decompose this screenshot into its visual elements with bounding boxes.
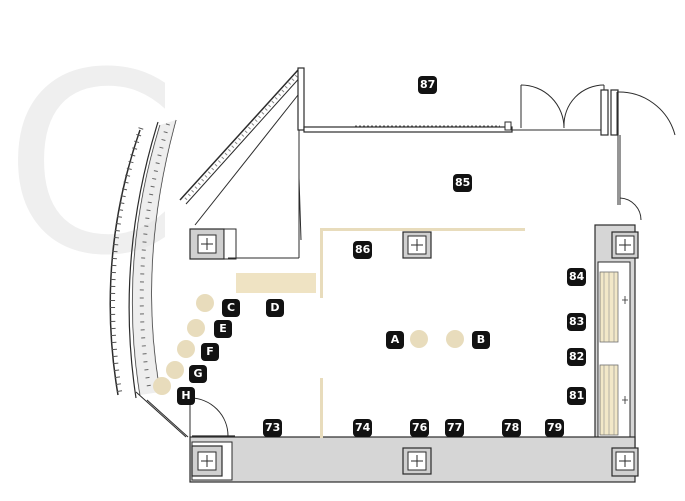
curved-facade-outer	[109, 129, 141, 396]
partition-left-lower	[320, 378, 323, 438]
booth-83-label[interactable]: 83	[567, 313, 587, 331]
table-f	[177, 340, 195, 358]
booth-86-label[interactable]: 86	[353, 241, 373, 259]
curved-counter-fill	[132, 120, 176, 395]
curved-ticks	[110, 127, 144, 395]
booth-74-label[interactable]: 74	[353, 419, 373, 437]
vertical-wall-top	[297, 67, 305, 131]
booth-87-label[interactable]: 87	[418, 76, 438, 94]
curved-counter-inner	[150, 119, 177, 393]
table-b	[446, 330, 464, 348]
booth-f-label[interactable]: F	[201, 343, 219, 361]
table-a	[410, 330, 428, 348]
pillar-top-right	[611, 231, 639, 259]
table-e	[187, 319, 205, 337]
pillar-bottom-right	[611, 447, 639, 477]
pillar-bottom-left	[191, 445, 223, 477]
booth-85-label[interactable]: 85	[453, 174, 473, 192]
booth-e-label[interactable]: E	[214, 320, 232, 338]
top-wall	[303, 126, 513, 133]
table-c	[196, 294, 214, 312]
booth-a-label[interactable]: A	[386, 331, 404, 349]
partition-top	[320, 228, 525, 231]
booth-82-label[interactable]: 82	[567, 348, 587, 366]
diagonal-wall-inner	[185, 73, 304, 205]
booth-84-label[interactable]: 84	[567, 268, 587, 286]
booth-79-label[interactable]: 79	[545, 419, 565, 437]
booth-77-label[interactable]: 77	[445, 419, 465, 437]
table-g	[166, 361, 184, 379]
partition-left-upper	[320, 228, 323, 298]
booth-b-label[interactable]: B	[472, 331, 490, 349]
booth-g-label[interactable]: G	[189, 365, 207, 383]
door-jamb	[600, 89, 609, 136]
curved-facade-inner	[128, 121, 159, 399]
booth-81-label[interactable]: 81	[567, 387, 587, 405]
diagonal-glass	[194, 94, 299, 226]
booth-73-label[interactable]: 73	[263, 419, 283, 437]
pillar-top-center	[402, 231, 432, 259]
booth-d-counter	[236, 273, 316, 293]
booth-76-label[interactable]: 76	[410, 419, 430, 437]
table-h	[153, 377, 171, 395]
pillar-bottom-center	[402, 447, 432, 475]
booth-h-label[interactable]: H	[177, 387, 195, 405]
diagonal-wall-outer	[179, 69, 299, 201]
booth-d-label[interactable]: D	[266, 299, 284, 317]
booth-c-label[interactable]: C	[222, 299, 240, 317]
diagonal-wall-hatch	[181, 70, 302, 204]
booth-78-label[interactable]: 78	[502, 419, 522, 437]
